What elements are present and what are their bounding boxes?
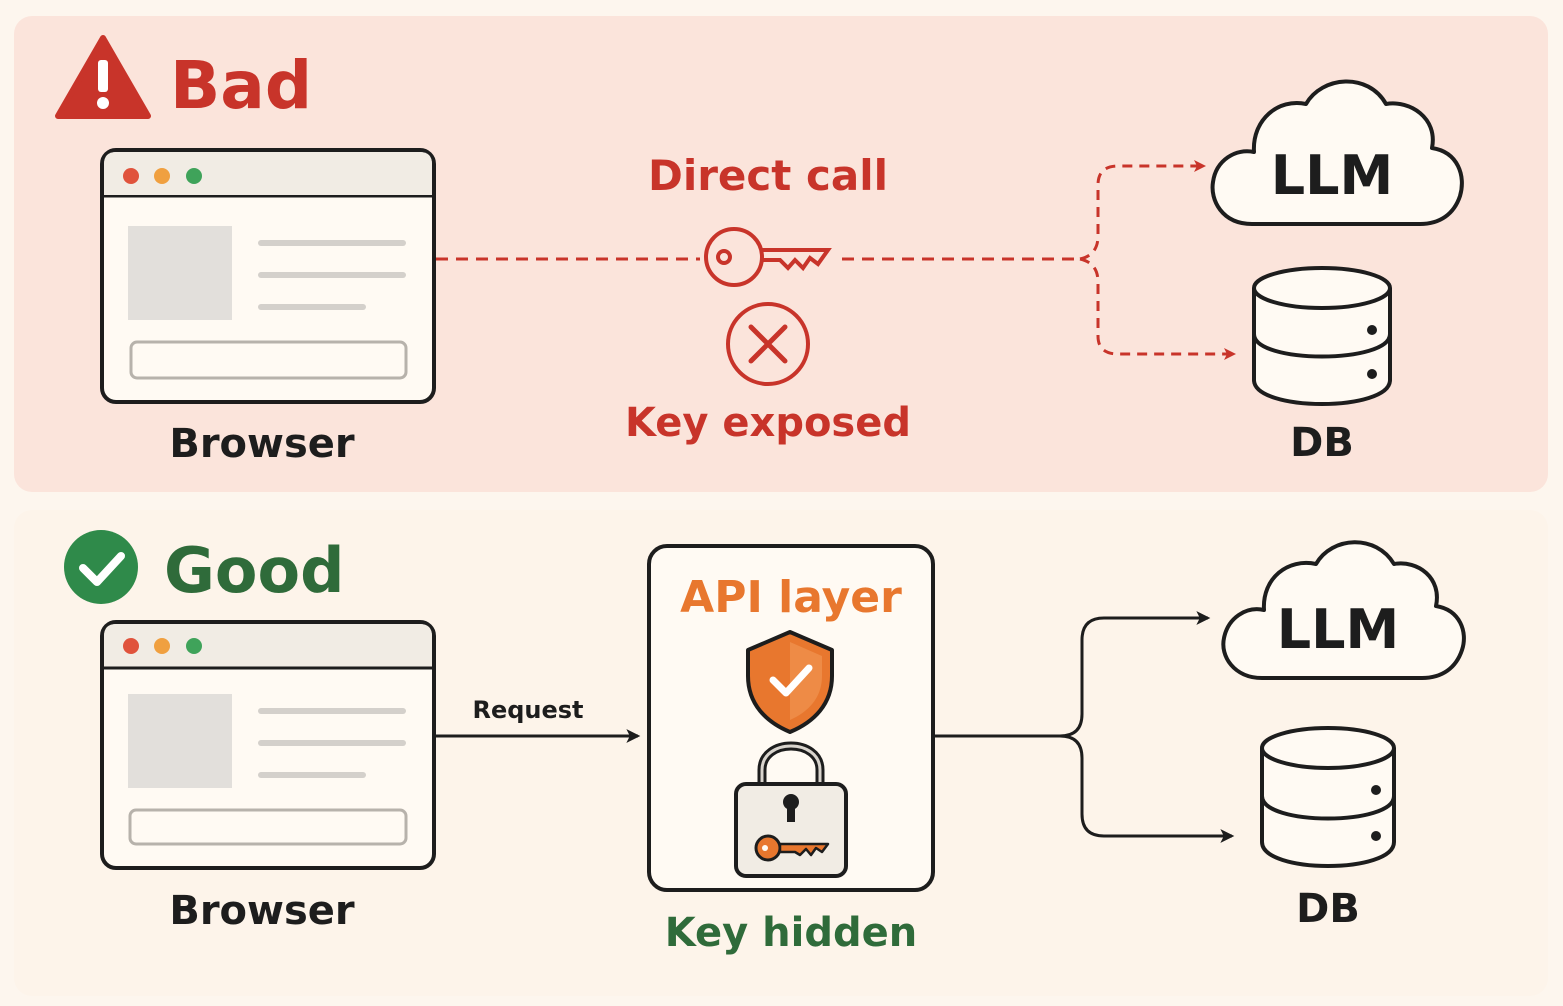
bad-db-label: DB <box>1290 420 1354 466</box>
check-circle-icon <box>64 530 138 604</box>
good-llm-label: LLM <box>1277 598 1400 661</box>
bad-browser-label: Browser <box>169 421 355 467</box>
direct-call-label: Direct call <box>648 151 888 200</box>
x-circle-icon <box>726 302 810 386</box>
padlock-icon <box>734 741 848 878</box>
api-layer-title: API layer <box>680 572 902 623</box>
good-browser-window <box>100 620 436 870</box>
cloud-icon <box>1210 79 1464 226</box>
bad-arrow-to-llm <box>1079 160 1206 261</box>
database-icon <box>1260 726 1396 868</box>
key-icon <box>704 227 832 287</box>
good-panel: Good Browser Request API layer <box>14 510 1548 996</box>
bad-panel: Bad Browser Direct call <box>14 16 1548 492</box>
bad-title: Bad <box>170 47 312 124</box>
good-title: Good <box>164 534 344 607</box>
good-browser-label: Browser <box>169 888 355 934</box>
orange-key-icon <box>754 834 830 862</box>
warning-triangle-icon <box>55 35 151 119</box>
key-hidden-label: Key hidden <box>665 910 917 956</box>
bad-arrow-to-db <box>1079 257 1236 360</box>
bad-browser-window <box>100 148 436 404</box>
key-exposed-label: Key exposed <box>625 400 911 446</box>
good-db-label: DB <box>1296 886 1360 932</box>
shield-check-icon <box>746 630 834 734</box>
bad-llm-label: LLM <box>1271 144 1394 207</box>
request-label: Request <box>472 696 583 724</box>
database-icon <box>1252 266 1392 406</box>
cloud-icon <box>1221 540 1466 680</box>
good-arrow-to-llm <box>933 611 1211 738</box>
good-arrow-to-db <box>1059 734 1235 843</box>
